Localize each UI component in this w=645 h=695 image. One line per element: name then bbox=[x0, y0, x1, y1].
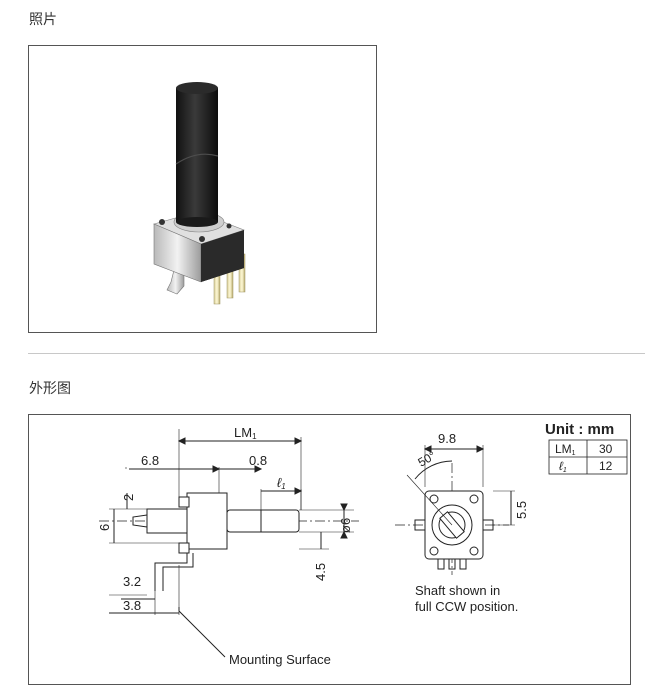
dim-lm1-label: LM1 bbox=[234, 425, 257, 441]
dim-0-8-label: 0.8 bbox=[249, 453, 267, 468]
dim-6-8-label: 6.8 bbox=[141, 453, 159, 468]
dim-6-label: 6 bbox=[97, 524, 112, 531]
outline-drawing: LM1 6.8 0.8 ℓ1 2 6 ø6 4.5 3.2 3.8 Mounti… bbox=[97, 421, 628, 667]
photo-section-title: 照片 bbox=[29, 12, 57, 28]
shaft-note-line2: full CCW position. bbox=[415, 599, 518, 614]
dim-5-5-label: 5.5 bbox=[514, 501, 529, 519]
section-divider bbox=[28, 353, 645, 354]
dim-3-8-label: 3.8 bbox=[123, 598, 141, 613]
drawing-section-title: 外形图 bbox=[29, 381, 71, 397]
angle-50-label: 50° bbox=[416, 448, 439, 469]
dim-l1-label: ℓ1 bbox=[277, 475, 286, 491]
unit-table bbox=[548, 439, 628, 475]
potentiometer-photo bbox=[153, 82, 246, 305]
dim-4-5-label: 4.5 bbox=[313, 563, 328, 581]
outline-drawing-frame: LM1 6.8 0.8 ℓ1 2 6 ø6 4.5 3.2 3.8 Mounti… bbox=[28, 414, 631, 685]
dim-9-8-label: 9.8 bbox=[438, 431, 456, 446]
dim-2-label: 2 bbox=[121, 494, 136, 501]
unit-table-row1-value: 30 bbox=[599, 442, 613, 456]
unit-table-row1-label: LM1 bbox=[555, 442, 576, 457]
product-photo-frame bbox=[28, 45, 377, 333]
dim-phi6-label: ø6 bbox=[338, 518, 353, 533]
unit-label: Unit : mm bbox=[545, 421, 614, 438]
dim-3-2-label: 3.2 bbox=[123, 574, 141, 589]
mounting-surface-label: Mounting Surface bbox=[229, 652, 331, 667]
unit-table-row2-label: ℓ1 bbox=[559, 459, 567, 474]
shaft-note-line1: Shaft shown in bbox=[415, 583, 500, 598]
unit-table-row2-value: 12 bbox=[599, 459, 613, 473]
